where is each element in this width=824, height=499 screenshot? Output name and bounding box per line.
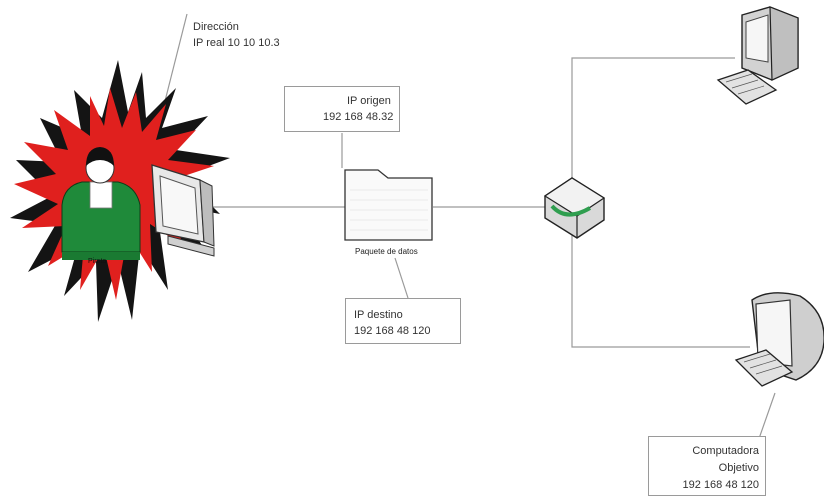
destination-ip-box: IP destino 192 168 48 120: [345, 298, 461, 344]
data-packet-icon: [345, 170, 432, 240]
target-computer-line1: Computadora: [692, 445, 759, 458]
target-computer-ip: 192 168 48 120: [683, 479, 759, 492]
line-destination-callout: [395, 258, 408, 298]
router-icon: [545, 178, 604, 238]
data-packet-label: Paquete de datos: [355, 247, 418, 256]
destination-ip-value: 192 168 48 120: [354, 325, 430, 338]
desktop-computer-icon: [718, 7, 798, 104]
address-label: Dirección: [193, 21, 239, 34]
connection-lines: [140, 14, 775, 492]
line-router-target-computer: [572, 232, 750, 347]
target-computer-line2: Objetivo: [719, 462, 759, 475]
target-computer-box: Computadora Objetivo 192 168 48 120: [648, 436, 766, 496]
destination-ip-label: IP destino: [354, 309, 403, 322]
origin-ip-label: IP origen: [347, 95, 391, 108]
origin-ip-value: 192 168 48.32: [323, 111, 393, 124]
target-computer-icon: [736, 293, 824, 386]
hacker-label: Pirata: [88, 258, 106, 265]
line-router-top-computer: [572, 58, 735, 180]
real-ip-value: IP real 10 10 10.3: [193, 37, 280, 50]
origin-ip-box: IP origen 192 168 48.32: [284, 86, 400, 132]
